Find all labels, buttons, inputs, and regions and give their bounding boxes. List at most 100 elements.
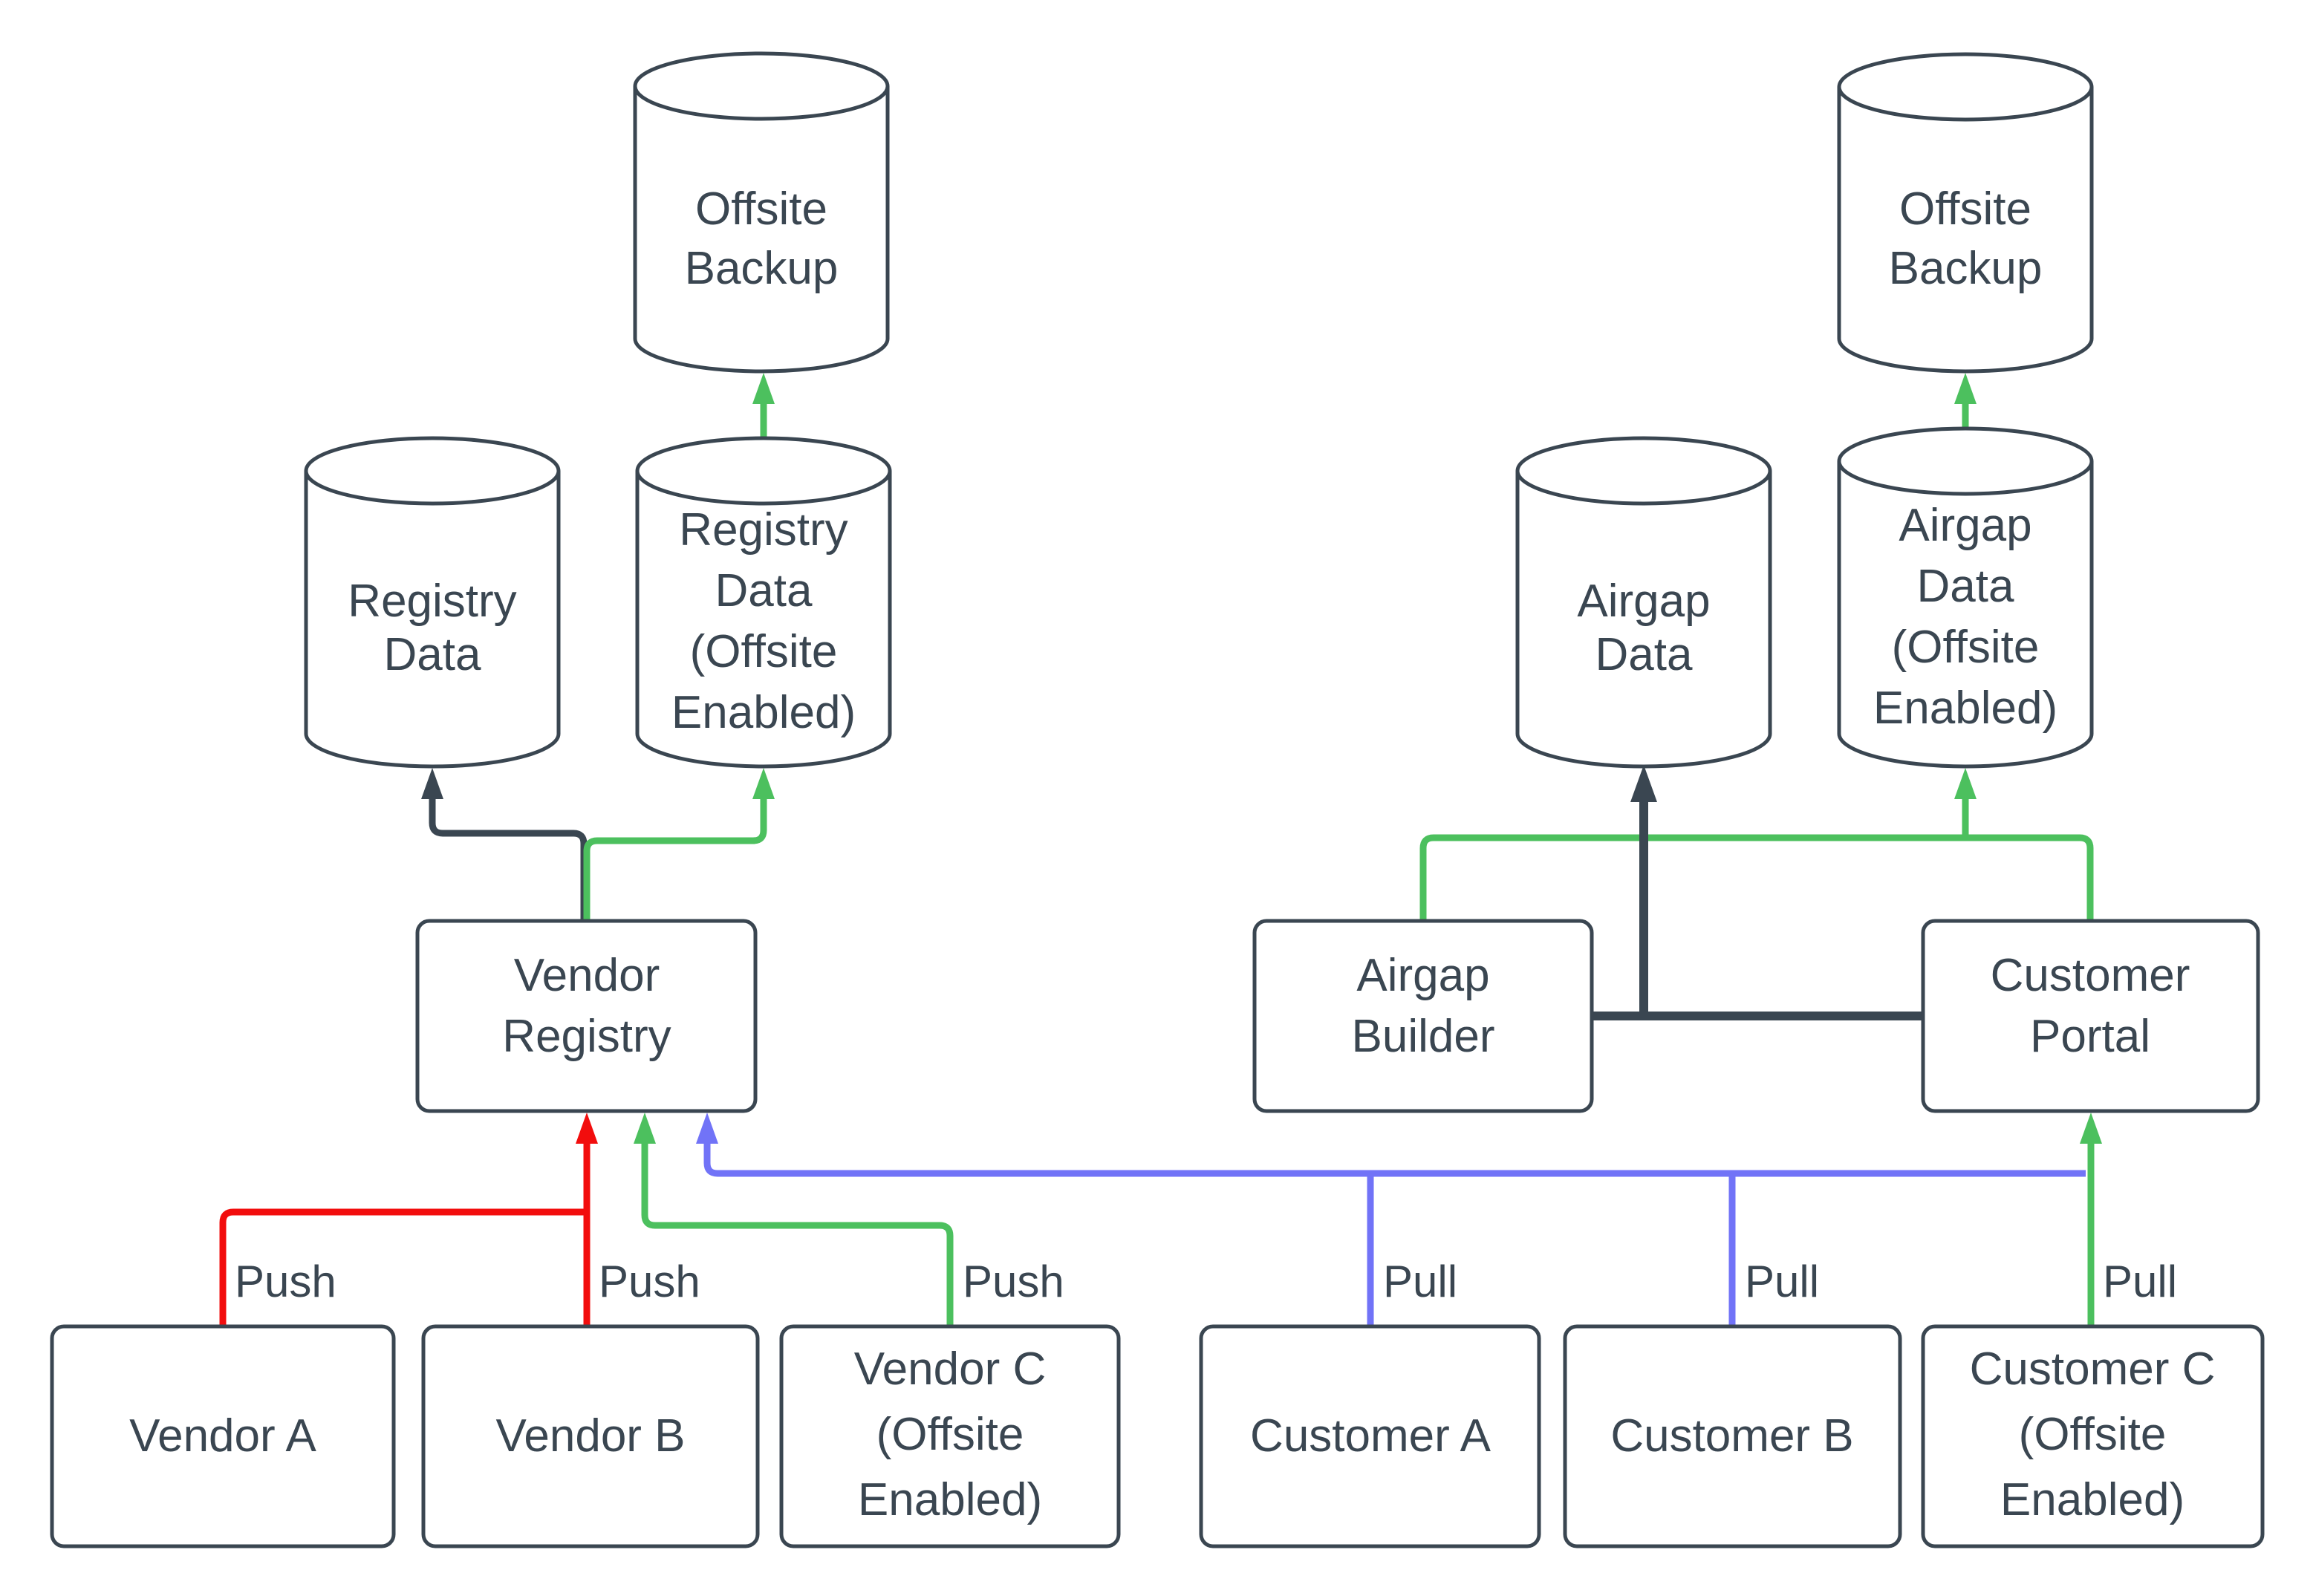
arrowhead-up-icon [752,373,775,404]
node-vendor-c: Vendor C (Offsite Enabled) [779,1324,1121,1548]
edge-customer-c-pull [2080,1113,2102,1326]
node-label: (Offsite [1892,622,2040,673]
node-label: Vendor B [495,1410,685,1462]
node-offsite-backup-left: Offsite Backup [633,51,890,374]
arrowhead-up-icon [1954,373,1977,404]
node-airgap-builder: Airgap Builder [1252,919,1594,1113]
edge-line [703,1142,2086,1177]
cylinder-top [1837,426,2094,496]
node-label: Data [1917,561,2014,612]
edge-vendor-registry-to-registry-data [421,768,588,921]
node-label: (Offsite [876,1409,1024,1460]
node-label: Builder [1352,1011,1495,1062]
edge-vendor-registry-to-registry-data-offsite [583,768,775,921]
box [1921,1324,2265,1548]
node-vendor-a: Vendor A [50,1324,396,1548]
node-label: Airgap [1356,950,1489,1001]
node-label: (Offsite [690,626,838,677]
node-label: Data [715,565,813,616]
cylinder-body [635,471,892,769]
node-label: Offsite [695,183,827,235]
edge-vendor-b-push [219,1113,598,1326]
edge-airgap-data-offsite-to-offsite-backup [1954,373,1977,429]
pull-label-customer-a: Pull [1383,1257,1457,1306]
node-label: Enabled) [2000,1474,2184,1525]
edge-vendor-c-push [634,1113,954,1326]
edge-to-airgap-data-offsite [1419,768,2094,921]
cylinder-top [635,436,892,506]
cylinder-body [1515,471,1772,769]
edge-line [429,796,588,921]
pull-label-customer-c: Pull [2103,1257,2177,1306]
node-customer-portal: Customer Portal [1921,919,2260,1113]
cylinder-body [1837,461,2094,769]
node-label: Enabled) [671,687,856,738]
node-label: Vendor [514,950,660,1001]
node-label: Enabled) [1873,683,2057,734]
box [421,1324,760,1548]
cylinder-top [1515,436,1772,506]
node-label: Enabled) [858,1474,1042,1525]
node-label: Customer A [1250,1410,1491,1462]
cylinder-body [633,86,890,374]
node-airgap-data: Airgap Data [1515,436,1772,769]
cylinder-top [304,436,561,506]
edge-line-branch-vendor-a [219,1208,587,1326]
cylinder-top [1837,52,2094,122]
node-label: Customer C [1970,1343,2216,1395]
box [1921,919,2260,1113]
arrowhead-up-icon [421,768,443,799]
edge-line [641,1142,954,1326]
arrowhead-up-icon [2080,1113,2102,1144]
node-label: Data [384,629,481,680]
node-label: Airgap [1899,500,2031,551]
node-vendor-registry: Vendor Registry [415,919,758,1113]
node-customer-c: Customer C (Offsite Enabled) [1921,1324,2265,1548]
arrowhead-up-icon [1630,765,1657,802]
push-label-vendor-a: Push [235,1257,336,1306]
node-label: Airgap [1577,576,1710,627]
node-customer-a: Customer A [1199,1324,1541,1548]
edge-to-airgap-data [1592,765,1923,1020]
node-label: Registry [502,1011,671,1062]
arrowhead-up-icon [576,1113,598,1144]
node-airgap-data-offsite: Airgap Data (Offsite Enabled) [1837,426,2094,769]
box [779,1324,1121,1548]
node-label: Backup [685,243,839,294]
cylinder-top [633,51,890,121]
edge-customers-pull-from-vendor-registry [696,1113,2086,1326]
edge-line [1419,834,2094,921]
node-label: (Offsite [2019,1409,2167,1460]
node-label: Backup [1889,243,2043,294]
node-customer-b: Customer B [1563,1324,1902,1548]
arrowhead-up-icon [752,768,775,799]
node-label: Registry [679,504,848,556]
node-label: Vendor C [854,1343,1047,1395]
edge-registry-data-offsite-to-offsite-backup [752,373,775,437]
node-label: Portal [2030,1011,2150,1062]
node-vendor-b: Vendor B [421,1324,760,1548]
arrowhead-up-icon [1954,768,1977,799]
edge-line [583,796,767,921]
node-registry-data: Registry Data [304,436,561,769]
node-offsite-backup-right: Offsite Backup [1837,52,2094,374]
push-label-vendor-c: Push [963,1257,1064,1306]
box [50,1324,396,1548]
node-label: Data [1595,629,1693,680]
box [1252,919,1594,1113]
arrowhead-up-icon [696,1113,718,1144]
node-registry-data-offsite: Registry Data (Offsite Enabled) [635,436,892,769]
node-label: Customer B [1610,1410,1853,1462]
box [415,919,758,1113]
box [1199,1324,1541,1548]
arrowhead-up-icon [634,1113,656,1144]
node-label: Vendor A [129,1410,316,1462]
node-label: Registry [348,576,516,627]
pull-label-customer-b: Pull [1745,1257,1819,1306]
cylinder-body [1837,87,2094,374]
box [1563,1324,1902,1548]
cylinder-body [304,471,561,769]
node-label: Offsite [1899,183,2031,235]
